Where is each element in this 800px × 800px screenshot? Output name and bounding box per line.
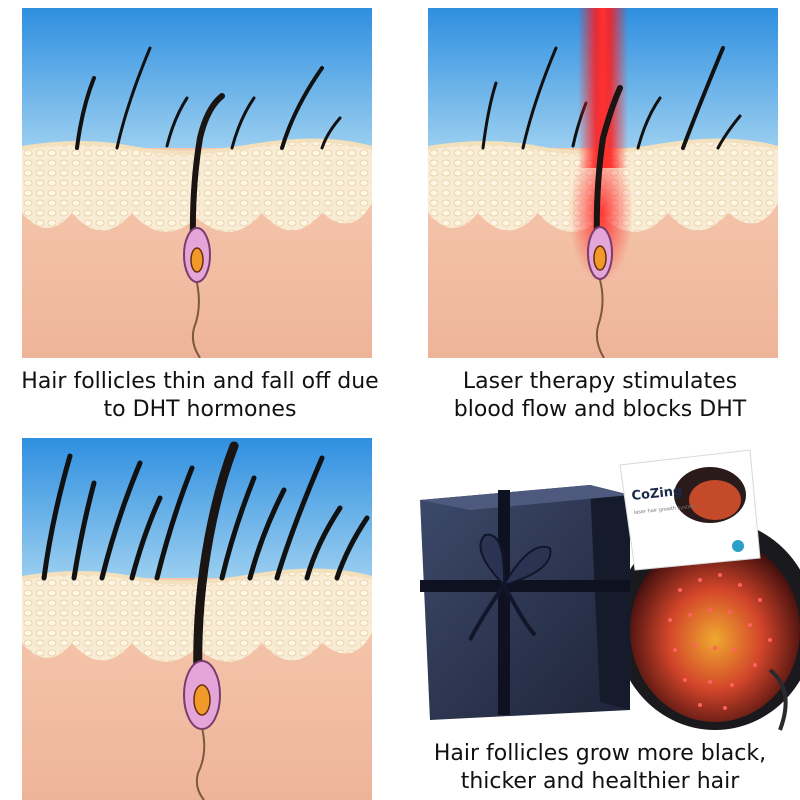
skin-cross-section-healthy (22, 438, 372, 800)
caption-line: Laser therapy stimulates (462, 369, 738, 394)
panel-thin-follicles (22, 8, 372, 358)
skin-cross-section (22, 8, 372, 358)
caption-thin-follicles: Hair follicles thin and fall off due to … (0, 368, 400, 424)
product-photo: CoZing laser hair growth system (420, 449, 800, 731)
laser-glow (569, 143, 633, 283)
product-brand: CoZing (631, 484, 683, 504)
caption-laser-therapy: Laser therapy stimulates blood flow and … (400, 368, 800, 424)
skin-cross-section-laser (428, 8, 778, 358)
caption-line: Hair follicles thin and fall off due (21, 369, 379, 394)
caption-line: to DHT hormones (103, 397, 297, 422)
product-card (619, 449, 761, 571)
caption-line: blood flow and blocks DHT (453, 397, 747, 422)
gift-box-icon (420, 485, 630, 720)
panel-healthy-follicles (22, 438, 372, 800)
caption-line: thicker and healthier hair (460, 769, 740, 794)
caption-healthy-follicles: Hair follicles grow more black, thicker … (400, 740, 800, 796)
panel-product: CoZing laser hair growth system (410, 440, 800, 740)
caption-line: Hair follicles grow more black, (433, 741, 767, 766)
panel-laser-therapy (428, 8, 778, 358)
